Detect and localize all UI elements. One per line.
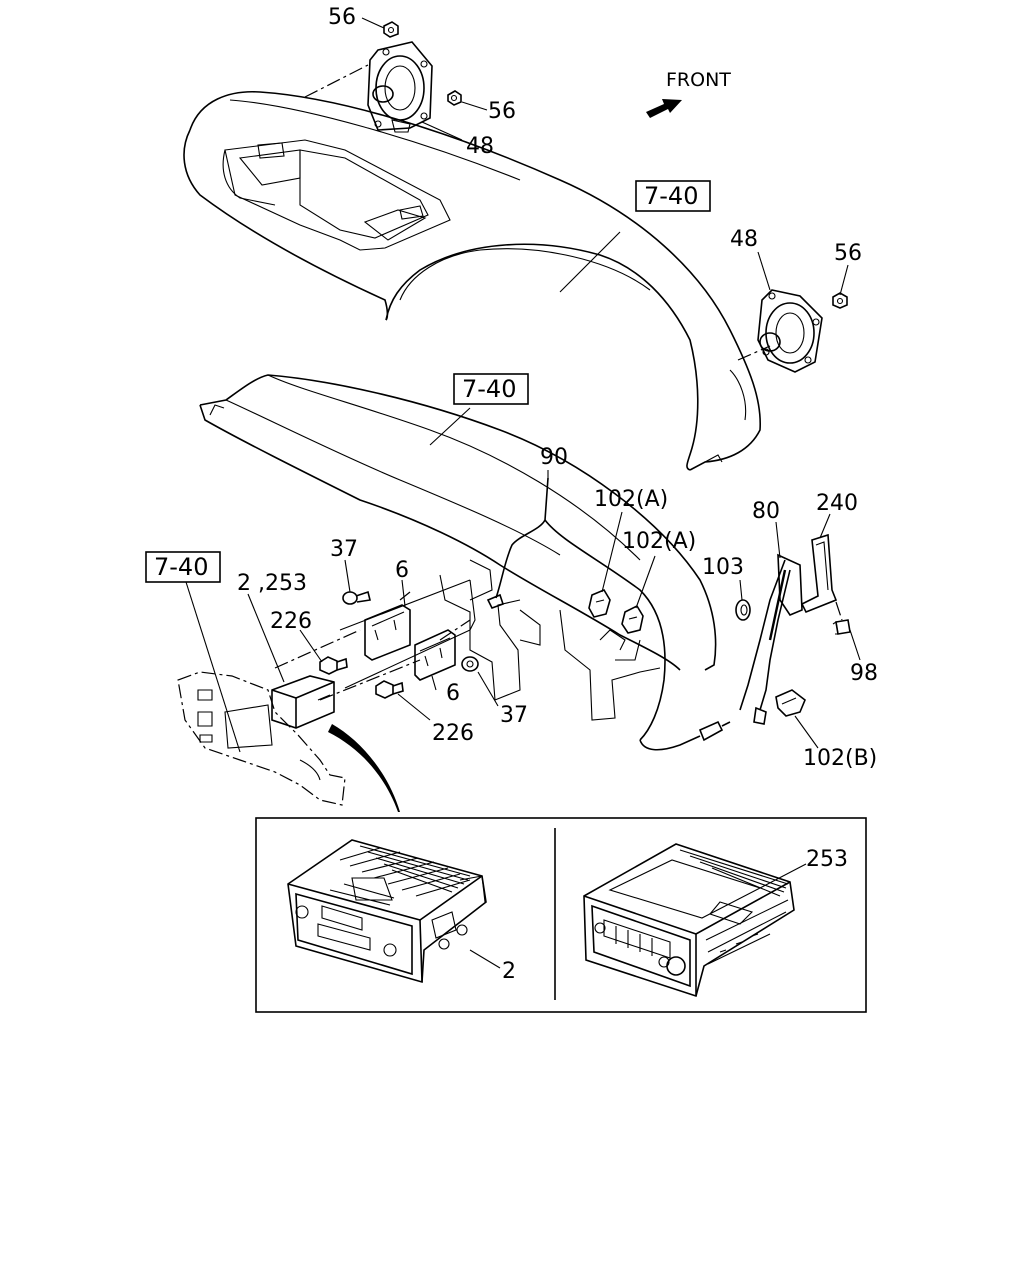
reference-label-upper: 7-40	[644, 182, 698, 210]
callout-radio-2: 2	[502, 959, 516, 984]
nut-top	[383, 21, 399, 38]
reference-label-middle: 7-40	[462, 375, 516, 403]
reference-label-left: 7-40	[154, 553, 208, 581]
bolt-98	[832, 619, 851, 635]
callout-cable-90: 90	[540, 445, 568, 470]
callout-radio-253: 253	[806, 847, 848, 872]
screw-37-bottom	[461, 656, 479, 672]
bolt-226-top	[319, 656, 348, 675]
reference-box-left: 7-40	[145, 551, 221, 583]
callout-radio-pair: 2 ,253	[237, 571, 307, 596]
antenna-cable	[486, 477, 731, 751]
callout-grommet-103: 103	[702, 555, 744, 580]
detail-arrow	[328, 724, 400, 812]
clip-102a-2	[621, 604, 644, 634]
grommet-103	[735, 599, 751, 621]
nut-top-right	[447, 90, 462, 106]
callout-clip-a1: 102(A)	[594, 487, 668, 512]
front-arrow	[646, 99, 682, 118]
reference-box-upper: 7-40	[635, 180, 711, 212]
leader-radio-253	[759, 863, 807, 889]
clip-102a-1	[588, 588, 611, 618]
callout-leaders	[185, 17, 861, 753]
callout-screw-37-bottom: 37	[500, 703, 528, 728]
callout-speaker-top: 48	[466, 134, 494, 159]
radio-253-illustration	[583, 843, 795, 998]
front-label: FRONT	[666, 69, 731, 91]
radio-unit-installed	[271, 675, 335, 729]
callout-nut-top-right: 56	[488, 99, 516, 124]
leader-speaker-right	[737, 345, 771, 361]
upper-dashboard-pad	[183, 90, 762, 471]
callout-bracket-80: 80	[752, 499, 780, 524]
callout-bolt-226-bottom: 226	[432, 721, 474, 746]
callout-bracket-6-bottom: 6	[446, 681, 460, 706]
speaker-right	[757, 289, 823, 373]
bolt-226-bottom	[375, 680, 404, 699]
clip-102b	[775, 689, 806, 717]
left-side-panel	[177, 671, 346, 806]
bracket-6-top	[364, 604, 411, 661]
leader-bracket-6-top	[399, 591, 411, 601]
callout-nut-right: 56	[834, 241, 862, 266]
lower-instrument-panel	[199, 374, 717, 721]
leader-bolt-98	[835, 601, 843, 621]
antenna-mast	[739, 553, 803, 725]
callout-bracket-6-top: 6	[395, 558, 409, 583]
callout-bracket-240: 240	[816, 491, 858, 516]
leader-speaker-top	[304, 64, 369, 98]
speaker-top	[367, 41, 433, 133]
callout-screw-37-top: 37	[330, 537, 358, 562]
reference-box-middle: 7-40	[453, 373, 529, 405]
leader-bracket-6-bottom	[439, 619, 471, 641]
callout-clip-b: 102(B)	[803, 746, 877, 771]
callout-bolt-98: 98	[850, 661, 878, 686]
callout-bolt-226-top: 226	[270, 609, 312, 634]
bracket-240	[800, 533, 838, 614]
screw-37-top	[342, 590, 371, 605]
leader-radio-2	[469, 949, 501, 969]
callout-speaker-right: 48	[730, 227, 758, 252]
bracket-6-bottom	[414, 629, 456, 681]
callout-nut-top: 56	[328, 5, 356, 30]
leader-radio-mount	[274, 629, 421, 701]
front-indicator: FRONT	[646, 69, 731, 118]
callout-clip-a2: 102(A)	[622, 529, 696, 554]
radio-detail-box	[255, 817, 867, 1013]
radio-2-illustration	[287, 839, 487, 984]
nut-right	[832, 292, 848, 309]
